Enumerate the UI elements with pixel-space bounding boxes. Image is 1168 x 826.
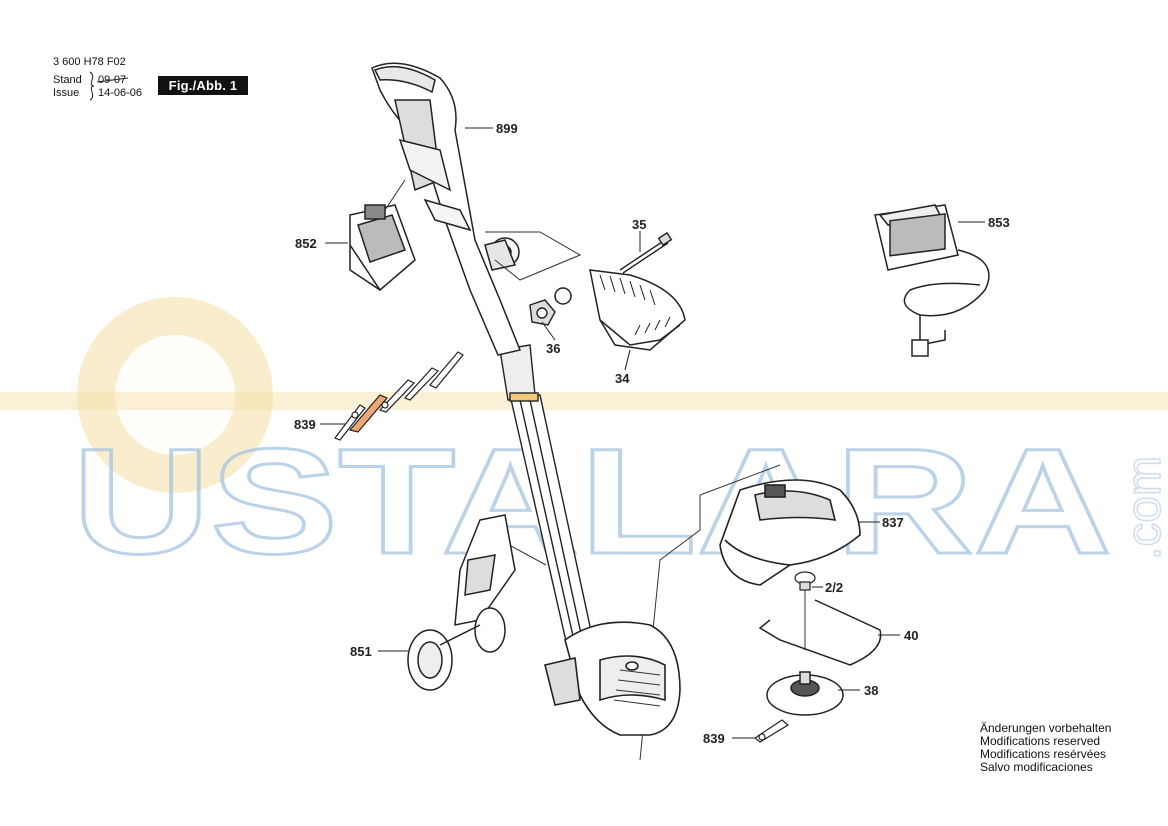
handle-assembly <box>371 62 522 356</box>
modification-notes: Änderungen vorbehalten Modifications res… <box>980 722 1111 774</box>
label-853: 853 <box>988 215 1010 230</box>
note-de: Änderungen vorbehalten <box>980 721 1112 735</box>
blade-disc <box>766 671 844 716</box>
charger <box>874 204 990 357</box>
note-es: Salvo modificaciones <box>980 760 1093 774</box>
motor-head <box>544 621 681 736</box>
issue-value: 14-06-06 <box>98 87 143 99</box>
watermark: USTALARA .com <box>0 297 1168 587</box>
screw <box>619 231 673 274</box>
guard <box>719 479 861 586</box>
label-839-set: 839 <box>294 417 316 432</box>
label-851: 851 <box>350 644 372 659</box>
label-839-single: 839 <box>703 731 725 746</box>
note-en: Modifications reserved <box>980 734 1101 748</box>
label-837: 837 <box>882 515 904 530</box>
issue-label: Issue <box>53 87 80 99</box>
stand-label: Stand <box>53 74 82 86</box>
note-fr: Modifications resérvées <box>980 747 1107 761</box>
blade-set <box>334 351 464 441</box>
label-852: 852 <box>295 236 317 251</box>
part-labels: 899 852 35 36 34 853 839 837 2/2 40 851 … <box>294 121 1010 746</box>
label-34: 34 <box>615 371 630 386</box>
watermark-suffix: .com <box>1118 456 1168 560</box>
label-40: 40 <box>904 628 918 643</box>
stand-strike <box>96 77 129 83</box>
label-899: 899 <box>496 121 518 136</box>
single-blade <box>753 719 790 743</box>
nut <box>794 571 816 591</box>
battery <box>349 204 416 291</box>
knob-nut <box>529 299 556 326</box>
wheel-kit <box>407 514 516 691</box>
wire-clip <box>758 599 882 666</box>
label-38: 38 <box>864 683 878 698</box>
label-36: 36 <box>546 341 560 356</box>
header-brace <box>89 71 95 101</box>
trimmer-shaft <box>499 344 594 651</box>
watermark-text: USTALARA <box>72 417 1112 585</box>
figure-badge: Fig./Abb. 1 <box>158 76 248 95</box>
doc-number: 3 600 H78 F02 <box>53 56 126 68</box>
leader-lines <box>320 127 985 739</box>
label-2-2: 2/2 <box>825 580 843 595</box>
auxiliary-handle <box>554 269 686 351</box>
label-35: 35 <box>632 217 646 232</box>
stand-value: 09-07 <box>98 74 127 86</box>
